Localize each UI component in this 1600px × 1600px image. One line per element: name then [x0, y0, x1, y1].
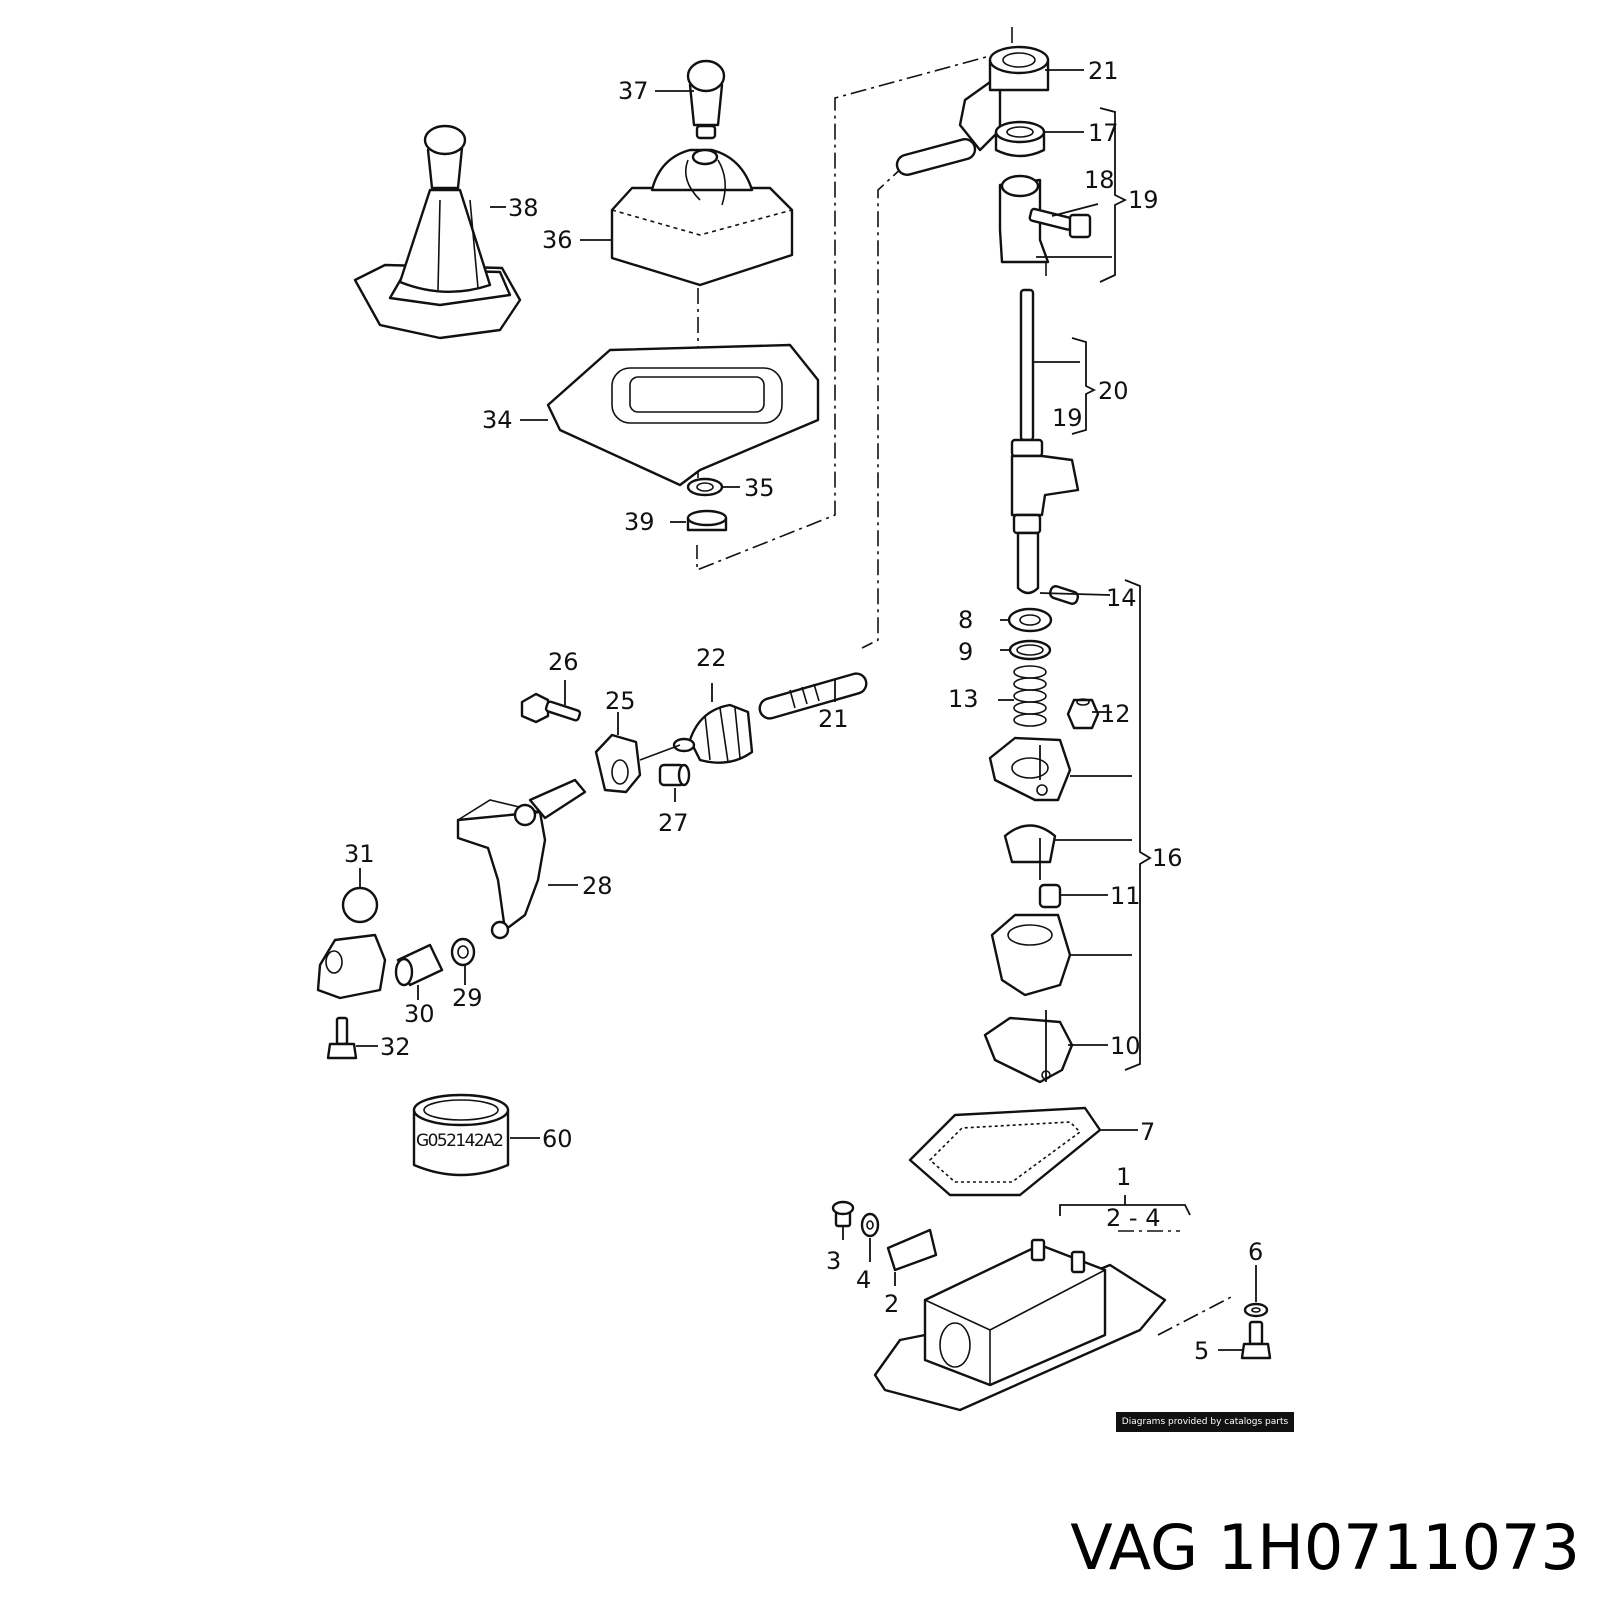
- part-number: VAG 1H0711073: [940, 1508, 1580, 1588]
- label-10: 10: [1110, 1032, 1141, 1060]
- label-2: 2: [884, 1290, 899, 1318]
- label-36: 36: [542, 226, 573, 254]
- label-28: 28: [582, 872, 613, 900]
- part-6-washer: [1243, 1302, 1269, 1318]
- part-25-clamp: [594, 733, 681, 794]
- part-31-ball-lever: [316, 886, 387, 1000]
- label-7: 7: [1140, 1118, 1155, 1146]
- part-22-joint: [672, 703, 754, 764]
- part-16-upper-housing: [988, 736, 1072, 802]
- part-16-pivot: [1003, 824, 1057, 864]
- label-5: 5: [1194, 1337, 1209, 1365]
- part-18-19-clamp: [998, 174, 1092, 264]
- part-38-gear-boot: [353, 124, 522, 340]
- part-5-bolt: [1240, 1320, 1272, 1360]
- part-9-ring: [1008, 639, 1052, 661]
- label-1: 1: [1116, 1163, 1131, 1191]
- part-29-washer: [450, 937, 476, 967]
- part-16-lower-housing: [990, 913, 1072, 997]
- part-10-gasket-plate: [983, 1016, 1074, 1084]
- label-13: 13: [948, 685, 979, 713]
- part-35-washer: [686, 477, 724, 497]
- label-9: 9: [958, 638, 973, 666]
- label-6: 6: [1248, 1238, 1263, 1266]
- label-21-lower: 21: [818, 705, 849, 733]
- part-13-spring: [1013, 665, 1047, 727]
- label-16: 16: [1152, 844, 1183, 872]
- label-3: 3: [826, 1247, 841, 1275]
- label-18: 18: [1084, 166, 1115, 194]
- label-8: 8: [958, 606, 973, 634]
- part-36-gaiter: [610, 148, 794, 287]
- part-14-pin: [1048, 585, 1080, 605]
- label-17: 17: [1088, 119, 1119, 147]
- part-26-bolt: [520, 692, 582, 724]
- label-32: 32: [380, 1033, 411, 1061]
- part-4-washer: [860, 1212, 880, 1238]
- label-2-4: 2 - 4: [1106, 1204, 1160, 1232]
- label-37: 37: [618, 77, 649, 105]
- label-38: 38: [508, 194, 539, 222]
- part-2-bracket: [886, 1228, 938, 1272]
- part-3-screw: [831, 1200, 855, 1228]
- part-11-sleeve: [1038, 883, 1062, 909]
- part-number-brand: VAG: [1070, 1511, 1199, 1584]
- label-26: 26: [548, 648, 579, 676]
- label-21-upper: 21: [1088, 57, 1119, 85]
- part-12-nut: [1066, 698, 1100, 730]
- credit-banner: Diagrams provided by catalogs parts: [1116, 1412, 1294, 1432]
- label-27: 27: [658, 809, 689, 837]
- part-27-bush: [658, 763, 691, 787]
- part-8-bearing: [1007, 607, 1053, 633]
- label-31: 31: [344, 840, 375, 868]
- part-7-seal: [908, 1106, 1102, 1197]
- label-60: 60: [542, 1125, 573, 1153]
- part-30-roller: [394, 943, 444, 987]
- part-60-marking: G052142A2: [416, 1131, 504, 1151]
- label-11: 11: [1110, 882, 1141, 910]
- label-34: 34: [482, 406, 513, 434]
- part-21-lever-arm-upper: [895, 45, 1050, 176]
- part-34-console-trim: [546, 343, 820, 487]
- part-32-screw: [326, 1016, 358, 1060]
- label-19-upper: 19: [1128, 186, 1159, 214]
- part-20-shift-rod: [1010, 288, 1080, 595]
- part-28-bracket: [456, 778, 587, 940]
- label-22: 22: [696, 644, 727, 672]
- callout-labels: 21 17 18 19 20 19 14 8 9 13 12 16 11 10 …: [344, 57, 1263, 1365]
- label-29: 29: [452, 984, 483, 1012]
- label-14: 14: [1106, 584, 1137, 612]
- label-20: 20: [1098, 377, 1129, 405]
- part-39-clip: [686, 509, 728, 532]
- label-4: 4: [856, 1266, 871, 1294]
- part-17-bushing: [994, 120, 1046, 158]
- label-30: 30: [404, 1000, 435, 1028]
- part-37-gear-knob: [686, 59, 726, 140]
- label-19-lower: 19: [1052, 404, 1083, 432]
- label-12: 12: [1100, 700, 1131, 728]
- part-number-code: 1H0711073: [1217, 1511, 1580, 1584]
- label-35: 35: [744, 474, 775, 502]
- part-60-sleeve: G052142A2: [412, 1093, 510, 1177]
- part-21-shaft-lower: [758, 672, 868, 720]
- part-1-base-housing: [873, 1238, 1167, 1412]
- label-39: 39: [624, 508, 655, 536]
- label-25: 25: [605, 687, 636, 715]
- leader-lines: [356, 69, 1257, 1351]
